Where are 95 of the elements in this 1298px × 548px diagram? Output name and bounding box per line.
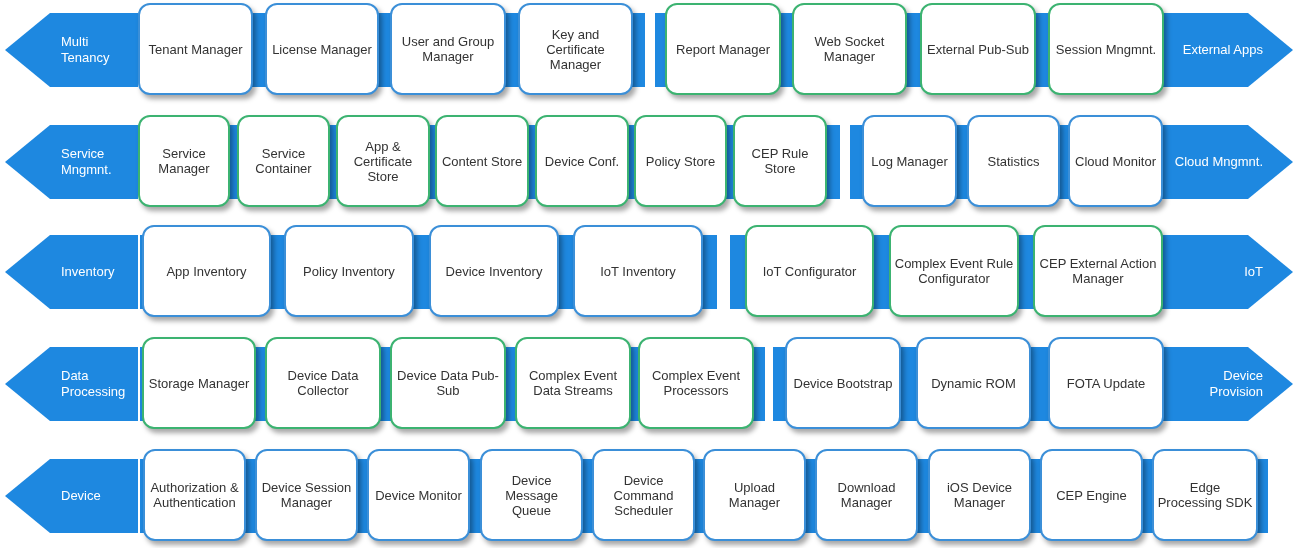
module-box — [237, 115, 330, 207]
layer-label: Service Mngmnt. — [61, 146, 113, 178]
layer-label: IoT — [1243, 264, 1263, 280]
module-box — [390, 337, 506, 429]
module-box — [480, 449, 583, 541]
module-label: External Pub-Sub — [926, 41, 1030, 57]
module-box — [138, 3, 253, 95]
module-box — [390, 3, 506, 95]
module-box — [792, 3, 907, 95]
module-box — [815, 449, 918, 541]
layer-label: Device — [61, 488, 102, 504]
module-box — [143, 449, 246, 541]
module-label: App & Certificate Store — [352, 138, 414, 184]
module-box — [142, 225, 271, 317]
module-label: User and Group Manager — [400, 34, 496, 64]
module-box — [138, 115, 230, 207]
module-label: Upload Manager — [727, 480, 782, 510]
module-label: Device Session Manager — [260, 480, 353, 510]
module-label: FOTA Update — [1065, 375, 1147, 391]
module-label: IoT Inventory — [599, 263, 677, 279]
module-label: Policy Inventory — [302, 263, 396, 279]
module-label: Complex Event Processors — [650, 368, 742, 398]
module-box — [592, 449, 695, 541]
module-label: Edge Processing SDK — [1156, 480, 1254, 510]
module-label: Complex Event Data Streams — [527, 368, 619, 398]
module-label: Statistics — [986, 153, 1041, 169]
module-label: CEP Rule Store — [750, 146, 810, 176]
module-box — [142, 337, 256, 429]
layer-label: Inventory — [61, 264, 116, 280]
module-box — [429, 225, 559, 317]
module-box — [265, 3, 379, 95]
module-box — [367, 449, 470, 541]
module-label: License Manager — [271, 41, 373, 57]
module-label: Storage Manager — [147, 375, 251, 391]
module-label: Service Manager — [157, 146, 211, 176]
module-box — [336, 115, 430, 207]
module-label: Device Message Queue — [504, 472, 559, 518]
module-box — [518, 3, 633, 95]
module-label: Tenant Manager — [147, 41, 244, 57]
layer-label: External Apps — [1181, 42, 1263, 58]
layer-label: Device Provision — [1208, 368, 1263, 400]
layer-label: Multi Tenancy — [61, 34, 111, 66]
module-label: Device Data Collector — [286, 368, 360, 398]
module-box — [1033, 225, 1163, 317]
module-box — [703, 449, 806, 541]
module-box — [265, 337, 381, 429]
module-box — [862, 115, 957, 207]
module-label: Device Data Pub-Sub — [396, 368, 500, 398]
module-label: Device Command Scheduler — [612, 472, 675, 518]
module-label: Download Manager — [836, 480, 897, 510]
module-label: Complex Event Rule Configurator — [893, 256, 1015, 286]
module-label: Policy Store — [644, 153, 717, 169]
module-label: Service Container — [254, 146, 313, 176]
module-label: Key and Certificate Manager — [545, 26, 606, 72]
module-label: Report Manager — [675, 41, 771, 57]
module-label: Session Mngmnt. — [1054, 41, 1158, 57]
module-label: Content Store — [440, 153, 524, 169]
module-label: Log Manager — [870, 153, 949, 169]
module-box — [1152, 449, 1258, 541]
module-box — [967, 115, 1060, 207]
module-label: Device Conf. — [543, 153, 621, 169]
module-label: Device Monitor — [374, 487, 463, 503]
layer-label: Cloud Mngmnt. — [1173, 154, 1263, 170]
module-box — [1040, 449, 1143, 541]
module-box — [1048, 337, 1164, 429]
module-box — [665, 3, 781, 95]
module-label: Device Bootstrap — [792, 375, 894, 391]
module-box — [435, 115, 529, 207]
module-label: CEP Engine — [1055, 487, 1128, 503]
module-label: IoT Configurator — [761, 263, 858, 279]
module-box — [920, 3, 1036, 95]
module-label: iOS Device Manager — [946, 480, 1013, 510]
module-box — [1068, 115, 1163, 207]
module-box — [928, 449, 1031, 541]
module-box — [785, 337, 901, 429]
module-box — [745, 225, 874, 317]
module-label: Device Inventory — [444, 263, 544, 279]
module-box — [638, 337, 754, 429]
module-box — [284, 225, 414, 317]
module-label: CEP External Action Manager — [1038, 256, 1158, 286]
module-label: Dynamic ROM — [930, 375, 1017, 391]
module-box — [916, 337, 1031, 429]
layer-label: Data Processing — [61, 368, 127, 400]
module-box — [733, 115, 827, 207]
module-box — [1048, 3, 1164, 95]
module-box — [573, 225, 703, 317]
module-box — [535, 115, 629, 207]
module-label: Authorization & Authentication — [149, 480, 240, 510]
module-box — [634, 115, 727, 207]
module-box — [515, 337, 631, 429]
module-label: Cloud Monitor — [1074, 153, 1157, 169]
module-box — [255, 449, 358, 541]
module-box — [889, 225, 1019, 317]
module-label: App Inventory — [165, 263, 248, 279]
module-label: Web Socket Manager — [813, 34, 886, 64]
